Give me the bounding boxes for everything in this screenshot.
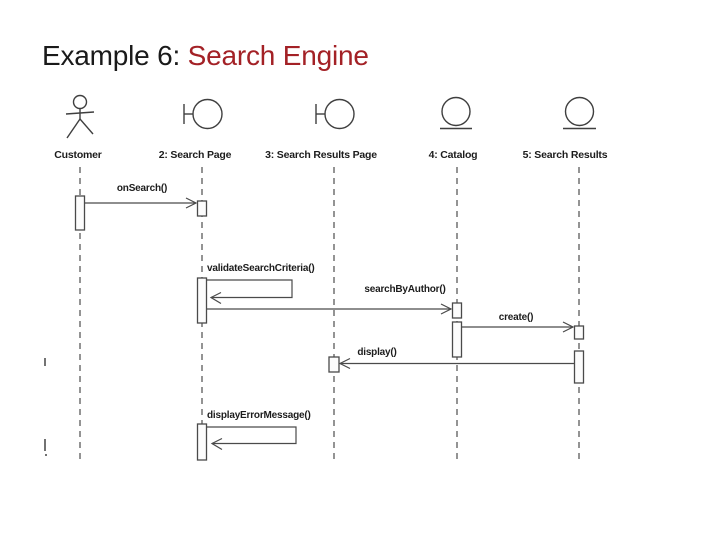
activation-bar-search-results-create — [573, 325, 585, 340]
message-validate-search-criteria: validateSearchCriteria() — [206, 263, 315, 305]
message-create: create() — [461, 312, 575, 333]
entity-icon — [440, 96, 472, 130]
participant-label-customer: Customer — [54, 149, 102, 161]
message-label: displayErrorMessage() — [207, 410, 311, 421]
message-label: searchByAuthor() — [364, 284, 445, 295]
arrowhead-icon — [562, 321, 575, 333]
participant-label-catalog: 4: Catalog — [429, 149, 478, 161]
activation-bar-catalog-main — [451, 321, 463, 358]
activation-bar-search-results-main — [573, 350, 585, 384]
message-onsearch: onSearch() — [84, 183, 198, 209]
activation-bar-customer — [74, 195, 86, 231]
left-edge-artifact — [44, 358, 47, 456]
entity-icon — [563, 96, 596, 130]
message-search-by-author: searchByAuthor() — [206, 284, 453, 315]
message-label: display() — [357, 347, 396, 358]
boundary-icon — [183, 98, 223, 130]
participant-label-search-page: 2: Search Page — [159, 149, 232, 161]
title-highlight: Search Engine — [187, 40, 369, 71]
activation-bar-catalog-call — [451, 302, 463, 319]
activation-bar-search-page-error — [196, 423, 208, 461]
arrowhead-icon — [338, 357, 351, 370]
title-prefix: Example 6: — [42, 40, 188, 71]
participant-label-search-results-page: 3: Search Results Page — [265, 149, 377, 161]
message-label: create() — [499, 312, 534, 323]
message-display: display() — [338, 347, 575, 370]
activation-bar-search-page-onsearch — [196, 200, 208, 217]
arrowhead-icon — [210, 437, 223, 451]
boundary-icon — [315, 98, 355, 130]
arrowhead-icon — [440, 303, 453, 315]
message-label: validateSearchCriteria() — [207, 263, 314, 274]
participant-label-search-results: 5: Search Results — [523, 149, 608, 161]
page-title: Example 6: Search Engine — [42, 40, 369, 72]
activation-bar-results-page-display — [328, 356, 340, 373]
arrowhead-icon — [209, 291, 222, 305]
message-label: onSearch() — [117, 183, 167, 194]
message-display-error-message: displayErrorMessage() — [206, 410, 311, 451]
actor-icon — [65, 94, 95, 139]
arrowhead-icon — [185, 197, 198, 209]
activation-bar-search-page-main — [196, 277, 208, 324]
